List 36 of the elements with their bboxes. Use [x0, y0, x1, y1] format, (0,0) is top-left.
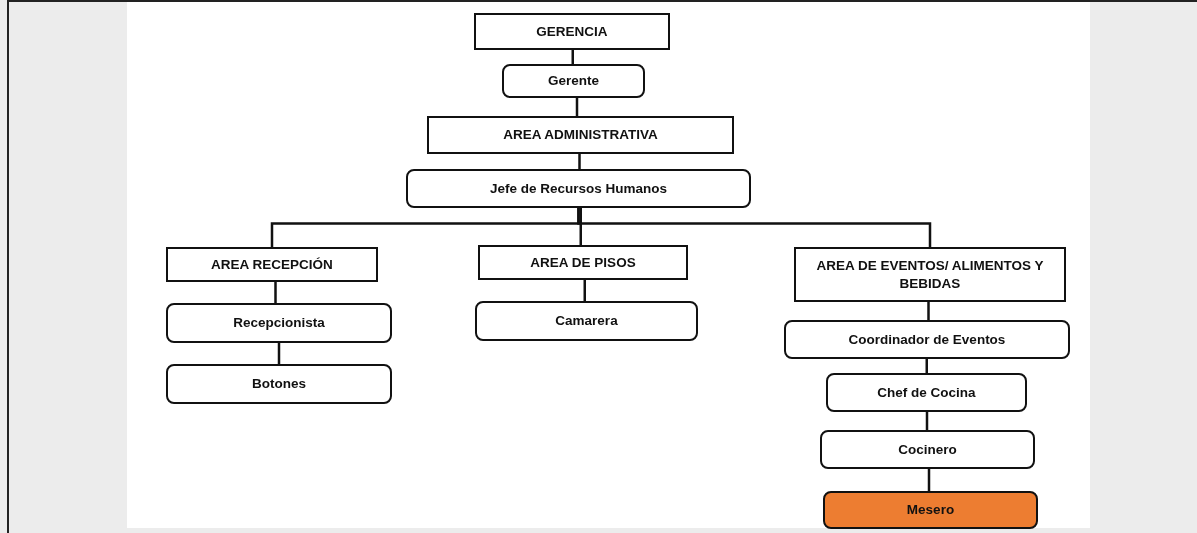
area-box	[427, 116, 734, 154]
role-box	[166, 303, 392, 343]
area-box	[794, 247, 1066, 302]
connector-line	[579, 208, 582, 245]
box-label: AREA RECEPCIÓN	[211, 255, 333, 274]
box-label: Camarera	[555, 312, 618, 330]
connector-line	[578, 154, 581, 169]
connector-line	[927, 302, 930, 320]
connector-line	[583, 280, 586, 301]
box-label: Recepcionista	[233, 314, 325, 332]
box-label: Chef de Cocina	[877, 383, 976, 402]
box-label: Mesero	[906, 501, 955, 519]
connector-line	[277, 343, 281, 364]
connector-line	[274, 282, 277, 303]
box-label: Jefe de Recursos Humanos	[489, 179, 668, 198]
role-box	[475, 301, 698, 341]
role-box	[406, 169, 751, 208]
box-label: AREA DE PISOS	[530, 253, 636, 272]
area-box	[166, 247, 378, 282]
box-label: AREA ADMINISTRATIVA	[503, 126, 658, 144]
role-box	[823, 491, 1038, 529]
role-box	[502, 64, 645, 98]
role-box	[820, 430, 1035, 469]
box-label: Cocinero	[898, 440, 957, 459]
box-label: AREA DE EVENTOS/ ALIMENTOS Y BEBIDAS	[815, 256, 1045, 293]
box-label: Botones	[252, 375, 306, 393]
box-label: GERENCIA	[536, 22, 608, 41]
connector-line	[577, 208, 932, 247]
area-box	[474, 13, 670, 50]
box-label: Gerente	[548, 72, 599, 90]
connector-line	[927, 469, 931, 491]
box-label: Coordinador de Eventos	[848, 330, 1006, 349]
area-box	[478, 245, 688, 280]
role-box	[166, 364, 392, 404]
role-box	[826, 373, 1027, 412]
role-box	[784, 320, 1070, 359]
